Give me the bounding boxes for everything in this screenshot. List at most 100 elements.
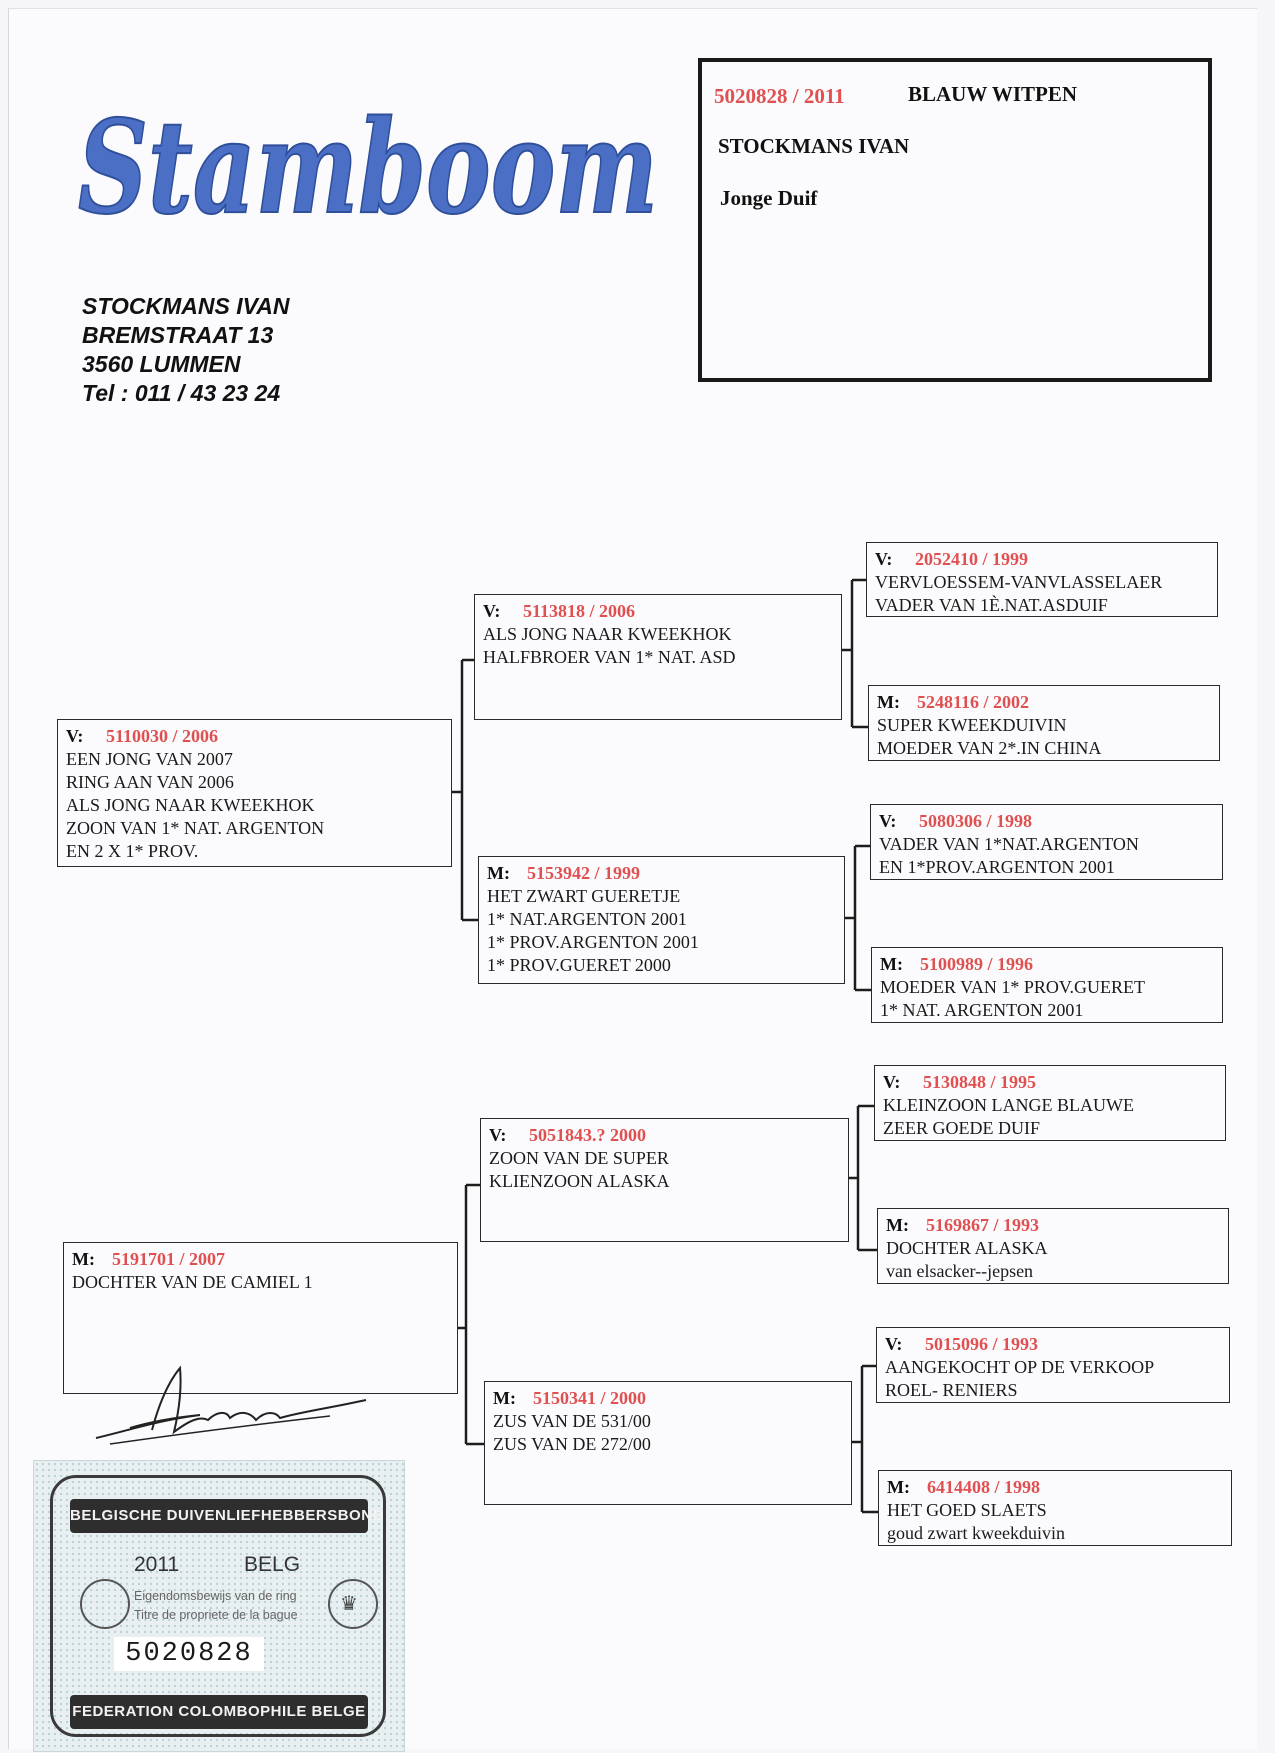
note-line: KLIENZOON ALASKA [489, 1171, 670, 1191]
card-top-band: BELGISCHE DUIVENLIEFHEBBERSBOND [70, 1499, 383, 1533]
pedigree-box-fm: M: 5153942 / 1999 HET ZWART GUERETJE 1* N… [478, 856, 845, 984]
note-line: ZEER GOEDE DUIF [883, 1118, 1040, 1138]
ring-number: 6414408 / 1998 [927, 1477, 1041, 1497]
ring-number: 5191701 / 2007 [112, 1249, 226, 1269]
sex-label: M: [877, 692, 900, 712]
ring-number: 5015096 / 1993 [925, 1334, 1039, 1354]
note-line: MOEDER VAN 2*.IN CHINA [877, 738, 1102, 758]
card-line-nl: Eigendomsbewijs van de ring [134, 1589, 297, 1603]
pedigree-box-ffm: M: 5248116 / 2002 SUPER KWEEKDUIVIN MOEDE… [868, 685, 1220, 761]
note-line: ROEL- RENIERS [885, 1380, 1018, 1400]
ring-ownership-card: BELGISCHE DUIVENLIEFHEBBERSBOND ♛ 2011 B… [33, 1460, 405, 1752]
card-country: BELG [244, 1553, 301, 1576]
pedigree-box-mfm: M: 5169867 / 1993 DOCHTER ALASKA van elsa… [877, 1208, 1229, 1284]
note-line: EN 1*PROV.ARGENTON 2001 [879, 857, 1115, 877]
sex-label: M: [72, 1249, 95, 1269]
ring-number: 5150341 / 2000 [533, 1388, 647, 1408]
pigeon-info-box: 5020828 / 2011 BLAUW WITPEN STOCKMANS IV… [698, 58, 1212, 382]
note-line: DOCHTER VAN DE CAMIEL 1 [72, 1272, 313, 1292]
ring-number: 5130848 / 1995 [923, 1072, 1037, 1092]
note-line: ZUS VAN DE 272/00 [493, 1434, 651, 1454]
ring-number: 5080306 / 1998 [919, 811, 1033, 831]
card-year: 2011 [134, 1553, 180, 1576]
seal-icon [80, 1579, 130, 1629]
sex-label: M: [880, 954, 903, 974]
pedigree-box-mff: V:5130848 / 1995 KLEINZOON LANGE BLAUWE … [874, 1065, 1226, 1141]
sex-label: V: [879, 811, 897, 831]
note-line: HET ZWART GUERETJE [487, 886, 681, 906]
note-line: DOCHTER ALASKA [886, 1238, 1048, 1258]
sex-label: V: [875, 549, 893, 569]
sex-label: M: [487, 863, 510, 883]
note-line: VADER VAN 1*NAT.ARGENTON [879, 834, 1139, 854]
crown-icon: ♛ [340, 1593, 358, 1615]
note-line: 1* PROV.ARGENTON 2001 [487, 932, 699, 952]
sex-label: V: [885, 1334, 903, 1354]
pigeon-type: Jonge Duif [720, 186, 818, 210]
pigeon-ring-number: 5020828 / 2011 [714, 84, 845, 108]
note-line: ALS JONG NAAR KWEEKHOK [66, 795, 315, 815]
note-line: RING AAN VAN 2006 [66, 772, 234, 792]
owner-city: 3560 LUMMEN [82, 351, 241, 377]
pedigree-box-mf: V: 5051843.? 2000 ZOON VAN DE SUPER KLIEN… [480, 1118, 849, 1242]
owner-name: STOCKMANS IVAN [82, 293, 290, 319]
stamboom-logo: Stamboom [77, 92, 659, 244]
note-line: SUPER KWEEKDUIVIN [877, 715, 1067, 735]
sex-label: V: [883, 1072, 901, 1092]
signature-icon [95, 1365, 367, 1445]
pedigree-box-mm: M: 5150341 / 2000 ZUS VAN DE 531/00 ZUS V… [484, 1381, 852, 1505]
pedigree-box-fmm: M: 5100989 / 1996 MOEDER VAN 1* PROV.GUER… [871, 947, 1223, 1023]
pigeon-breeder: STOCKMANS IVAN [718, 134, 910, 158]
note-line: HET GOED SLAETS [887, 1500, 1047, 1520]
pedigree-box-fmf: V: 5080306 / 1998 VADER VAN 1*NAT.ARGENTO… [870, 804, 1223, 880]
ring-number: 5110030 / 2006 [106, 726, 219, 746]
note-line: ALS JONG NAAR KWEEKHOK [483, 624, 732, 644]
note-line: ZOON VAN 1* NAT. ARGENTON [66, 818, 325, 838]
note-line: HALFBROER VAN 1* NAT. ASD [483, 647, 736, 667]
logo-text: Stamboom [78, 93, 658, 243]
card-ring-number: 5020828 [114, 1637, 264, 1671]
card-bottom-band: FEDERATION COLOMBOPHILE BELGE [70, 1695, 368, 1729]
note-line: VADER VAN 1È.NAT.ASDUIF [875, 595, 1108, 615]
pigeon-colour: BLAUW WITPEN [908, 82, 1078, 106]
ring-number: 5100989 / 1996 [920, 954, 1034, 974]
note-line: 1* NAT.ARGENTON 2001 [487, 909, 687, 929]
note-line: 1* PROV.GUERET 2000 [487, 955, 671, 975]
ring-number: 5248116 / 2002 [917, 692, 1030, 712]
note-line: ZUS VAN DE 531/00 [493, 1411, 651, 1431]
sex-label: M: [887, 1477, 910, 1497]
sex-label: M: [493, 1388, 516, 1408]
note-line: goud zwart kweekduivin [887, 1523, 1065, 1543]
note-line: van elsacker--jepsen [886, 1261, 1034, 1281]
note-line: EN 2 X 1* PROV. [66, 841, 199, 861]
note-line: VERVLOESSEM-VANVLASSELAER [875, 572, 1163, 592]
pedigree-box-mmf: V: 5015096 / 1993 AANGEKOCHT OP DE VERKOO… [876, 1327, 1230, 1403]
crown-seal-icon [328, 1579, 378, 1629]
card-line-fr: Titre de propriete de la bague [134, 1608, 298, 1622]
ring-number: 5153942 / 1999 [527, 863, 641, 883]
ring-number: 5169867 / 1993 [926, 1215, 1040, 1235]
note-line: KLEINZOON LANGE BLAUWE [883, 1095, 1134, 1115]
pedigree-box-fff: V: 2052410 / 1999 VERVLOESSEM-VANVLASSELA… [866, 542, 1218, 617]
sex-label: V: [483, 601, 501, 621]
sex-label: V: [489, 1125, 507, 1145]
pedigree-box-mmm: M: 6414408 / 1998 HET GOED SLAETS goud zw… [878, 1470, 1232, 1546]
ring-number: 5113818 / 2006 [523, 601, 636, 621]
owner-address: STOCKMANS IVAN BREMSTRAAT 13 3560 LUMMEN… [82, 292, 289, 408]
ring-number: 5051843.? 2000 [529, 1125, 646, 1145]
pedigree-box-ff: V:5113818 / 2006 ALS JONG NAAR KWEEKHOK … [474, 594, 842, 720]
ring-number: 2052410 / 1999 [915, 549, 1029, 569]
owner-phone: Tel : 011 / 43 23 24 [82, 380, 281, 406]
pedigree-box-mother: M: 5191701 / 2007 DOCHTER VAN DE CAMIEL 1 [63, 1242, 458, 1394]
owner-street: BREMSTRAAT 13 [82, 322, 274, 348]
note-line: ZOON VAN DE SUPER [489, 1148, 669, 1168]
sex-label: V: [66, 726, 84, 746]
pedigree-box-father: V:5110030 / 2006 EEN JONG VAN 2007 RING … [57, 719, 452, 867]
note-line: 1* NAT. ARGENTON 2001 [880, 1000, 1084, 1020]
pedigree-sheet [8, 8, 1257, 1749]
sex-label: M: [886, 1215, 909, 1235]
note-line: AANGEKOCHT OP DE VERKOOP [885, 1357, 1155, 1377]
card-frame [50, 1475, 386, 1737]
note-line: MOEDER VAN 1* PROV.GUERET [880, 977, 1146, 997]
